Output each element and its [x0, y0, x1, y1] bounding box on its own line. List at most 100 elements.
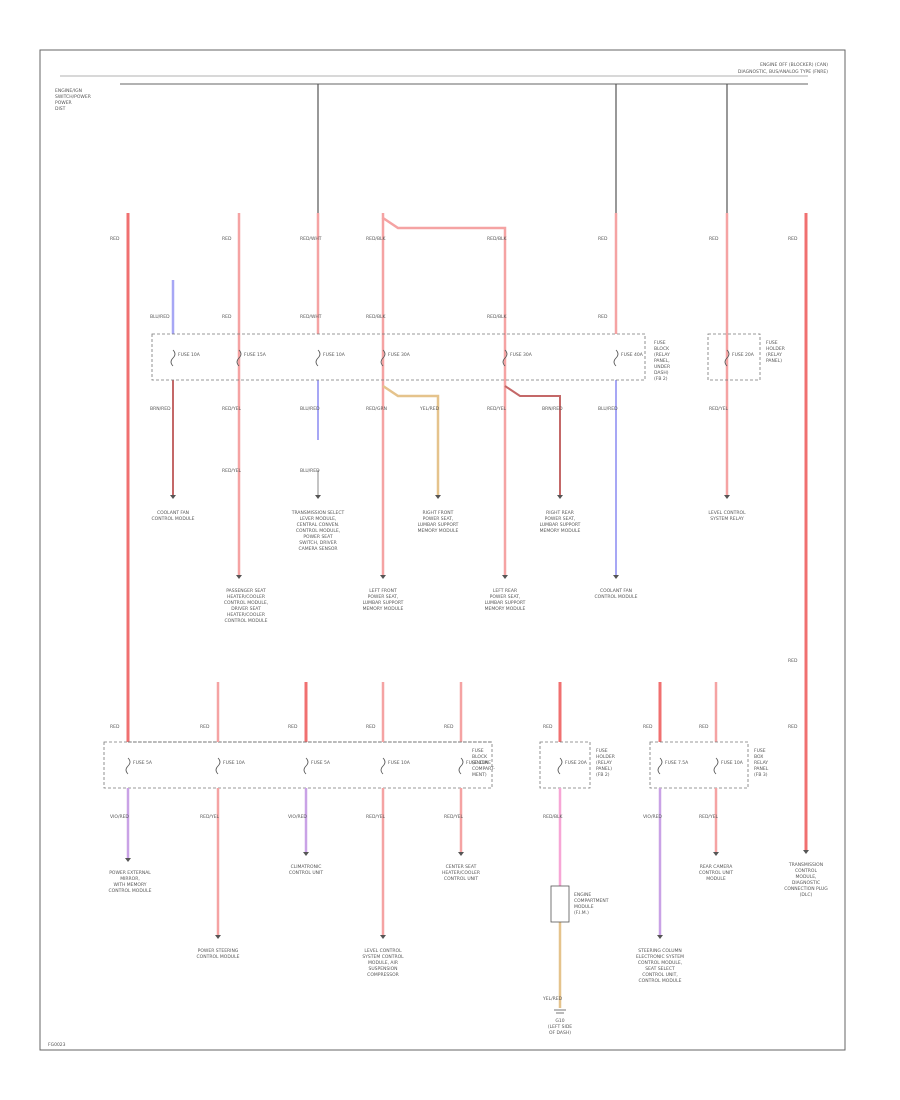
- svg-text:RED: RED: [598, 314, 608, 320]
- svg-text:RED: RED: [699, 724, 709, 730]
- svg-text:RED/YEL: RED/YEL: [366, 814, 386, 820]
- svg-text:FUSE 15A: FUSE 15A: [244, 352, 267, 358]
- svg-text:FUSE 20A: FUSE 20A: [565, 760, 588, 766]
- svg-text:LEVER MODULE,: LEVER MODULE,: [300, 516, 337, 522]
- svg-text:PANEL): PANEL): [596, 766, 612, 772]
- svg-text:RED/YEL: RED/YEL: [222, 406, 242, 412]
- fuse-box-3-label: FUSE BLOCK (ENGINE COMPART- MENT): [472, 748, 495, 778]
- svg-text:COOLANT FAN: COOLANT FAN: [157, 510, 189, 516]
- component-label-power-steering: POWER STEERING CONTROL MODULE: [197, 948, 240, 960]
- svg-text:FUSE: FUSE: [654, 340, 666, 346]
- svg-text:ENGINE: ENGINE: [574, 892, 591, 898]
- svg-text:(LEFT SIDE: (LEFT SIDE: [548, 1024, 572, 1030]
- component-label-left-front-seat: LEFT FRONT POWER SEAT, LUMBAR SUPPORT ME…: [363, 588, 404, 612]
- svg-text:CENTER SEAT: CENTER SEAT: [446, 864, 477, 870]
- component-label-right-rear-seat: RIGHT REAR POWER SEAT, LUMBAR SUPPORT ME…: [540, 510, 581, 534]
- svg-text:POWER EXTERNAL: POWER EXTERNAL: [109, 870, 151, 876]
- svg-text:HOLDER: HOLDER: [596, 754, 615, 760]
- ground-symbol: [554, 1009, 566, 1014]
- svg-text:CONTROL MODULE: CONTROL MODULE: [595, 594, 638, 600]
- svg-text:CONTROL UNIT: CONTROL UNIT: [289, 870, 323, 876]
- component-label-level-control: LEVEL CONTROL SYSTEM CONTROL MODULE, AIR…: [362, 948, 404, 978]
- fuse-box-lower: [103, 741, 493, 789]
- fuse-box-2-label: FUSE HOLDER (RELAY PANEL): [766, 340, 785, 364]
- svg-text:DIAGNOSTIC: DIAGNOSTIC: [792, 880, 820, 886]
- svg-text:RED: RED: [110, 724, 120, 730]
- svg-text:FUSE 30A: FUSE 30A: [510, 352, 533, 358]
- component-label-power-mirror: POWER EXTERNAL MIRROR, WITH MEMORY CONTR…: [109, 870, 152, 894]
- svg-text:MEMORY MODULE: MEMORY MODULE: [540, 528, 581, 534]
- wire-codes-lower: RED RED RED RED RED RED RED RED RED RED …: [110, 658, 798, 1002]
- svg-text:PASSENGER SEAT: PASSENGER SEAT: [226, 588, 266, 594]
- svg-text:CONTROL: CONTROL: [795, 868, 817, 874]
- svg-text:SWITCH/POWER: SWITCH/POWER: [55, 94, 91, 100]
- svg-text:FUSE: FUSE: [596, 748, 608, 754]
- svg-text:MENT): MENT): [472, 772, 487, 778]
- svg-text:RED/YEL: RED/YEL: [709, 406, 729, 412]
- svg-text:RED/YEL: RED/YEL: [222, 468, 242, 474]
- header-title-line1: ENGINE OFF (BLOCKER) (CAN): [760, 62, 828, 68]
- svg-text:DIST: DIST: [55, 106, 66, 112]
- fuse-box-upper-right: [707, 333, 761, 381]
- svg-text:RED: RED: [788, 658, 798, 664]
- component-label-left-rear-seat: LEFT REAR POWER SEAT, LUMBAR SUPPORT MEM…: [485, 588, 526, 612]
- component-label-transmission-control: TRANSMISSION CONTROL MODULE, DIAGNOSTIC …: [784, 862, 828, 898]
- svg-text:CLIMATRONIC: CLIMATRONIC: [291, 864, 322, 870]
- svg-text:RED: RED: [788, 724, 798, 730]
- svg-text:MIRROR,: MIRROR,: [120, 876, 140, 882]
- svg-text:POWER STEERING: POWER STEERING: [198, 948, 239, 954]
- svg-text:WITH MEMORY: WITH MEMORY: [113, 882, 146, 888]
- svg-text:COMPART-: COMPART-: [472, 766, 495, 772]
- svg-text:FUSE 15A: FUSE 15A: [466, 760, 489, 766]
- svg-text:BRN/RED: BRN/RED: [542, 406, 563, 412]
- svg-text:FUSE 10A: FUSE 10A: [323, 352, 346, 358]
- svg-text:HOLDER: HOLDER: [766, 346, 785, 352]
- svg-text:RED: RED: [110, 236, 120, 242]
- svg-text:CONTROL MODULE: CONTROL MODULE: [197, 954, 240, 960]
- svg-text:DASH): DASH): [654, 370, 669, 376]
- fuse-box-1-label: FUSE BLOCK (RELAY PANEL, UNDER DASH) (FB…: [654, 340, 670, 382]
- svg-text:FUSE 7.5A: FUSE 7.5A: [665, 760, 689, 766]
- svg-text:MEMORY MODULE: MEMORY MODULE: [485, 606, 526, 612]
- svg-text:POWER SEAT,: POWER SEAT,: [368, 594, 399, 600]
- svg-text:POWER SEAT,: POWER SEAT,: [545, 516, 576, 522]
- svg-text:LEFT REAR: LEFT REAR: [493, 588, 517, 594]
- wire-red-jumper: [381, 213, 507, 334]
- svg-text:FUSE 10A: FUSE 10A: [388, 760, 411, 766]
- fuse-box-lower-right: [649, 741, 749, 789]
- svg-text:YEL/RED: YEL/RED: [419, 406, 440, 412]
- svg-text:RED/BLK: RED/BLK: [366, 236, 387, 242]
- svg-text:FUSE: FUSE: [472, 748, 484, 754]
- svg-text:TRANSMISSION SELECT: TRANSMISSION SELECT: [291, 510, 345, 516]
- svg-text:FUSE: FUSE: [754, 748, 766, 754]
- svg-text:CAMERA SENSOR: CAMERA SENSOR: [299, 546, 338, 552]
- svg-text:SEAT SELECT: SEAT SELECT: [645, 966, 675, 972]
- svg-text:RED: RED: [788, 236, 798, 242]
- svg-text:RED/WHT: RED/WHT: [300, 314, 322, 320]
- svg-text:(RELAY: (RELAY: [766, 352, 782, 358]
- fuse-box-upper: [151, 333, 646, 381]
- svg-text:FUSE 40A: FUSE 40A: [621, 352, 644, 358]
- component-label-coolant-fan-1: COOLANT FAN CONTROL MODULE: [152, 510, 195, 522]
- component-label-engine-compartment: ENGINE COMPARTMENT MODULE (F.I.M.): [574, 892, 609, 916]
- fuse-symbols-upper: [170, 349, 730, 367]
- svg-text:ENGINE/IGN: ENGINE/IGN: [55, 88, 82, 94]
- svg-text:VIO/RED: VIO/RED: [288, 814, 307, 820]
- svg-text:CONTROL MODULE: CONTROL MODULE: [639, 978, 682, 984]
- component-label-right-front-seat: RIGHT FRONT POWER SEAT, LUMBAR SUPPORT M…: [418, 510, 459, 534]
- svg-text:RED: RED: [222, 314, 232, 320]
- svg-text:FUSE 30A: FUSE 30A: [388, 352, 411, 358]
- svg-text:POWER: POWER: [55, 100, 72, 106]
- svg-text:BLOCK: BLOCK: [654, 346, 670, 352]
- svg-text:BRN/RED: BRN/RED: [150, 406, 171, 412]
- svg-text:REAR CAMERA: REAR CAMERA: [700, 864, 733, 870]
- svg-text:VIO/RED: VIO/RED: [643, 814, 662, 820]
- svg-text:LUMBAR SUPPORT: LUMBAR SUPPORT: [363, 600, 404, 606]
- fuse-box-4-label: FUSE HOLDER (RELAY PANEL) (FB 2): [596, 748, 615, 778]
- svg-text:UNDER: UNDER: [654, 364, 670, 370]
- svg-text:RED: RED: [222, 236, 232, 242]
- svg-text:RED: RED: [444, 724, 454, 730]
- component-label-climatronic: CLIMATRONIC CONTROL UNIT: [289, 864, 323, 876]
- svg-text:(F.I.M.): (F.I.M.): [574, 910, 589, 916]
- svg-text:HEATER/COOLER: HEATER/COOLER: [227, 612, 265, 618]
